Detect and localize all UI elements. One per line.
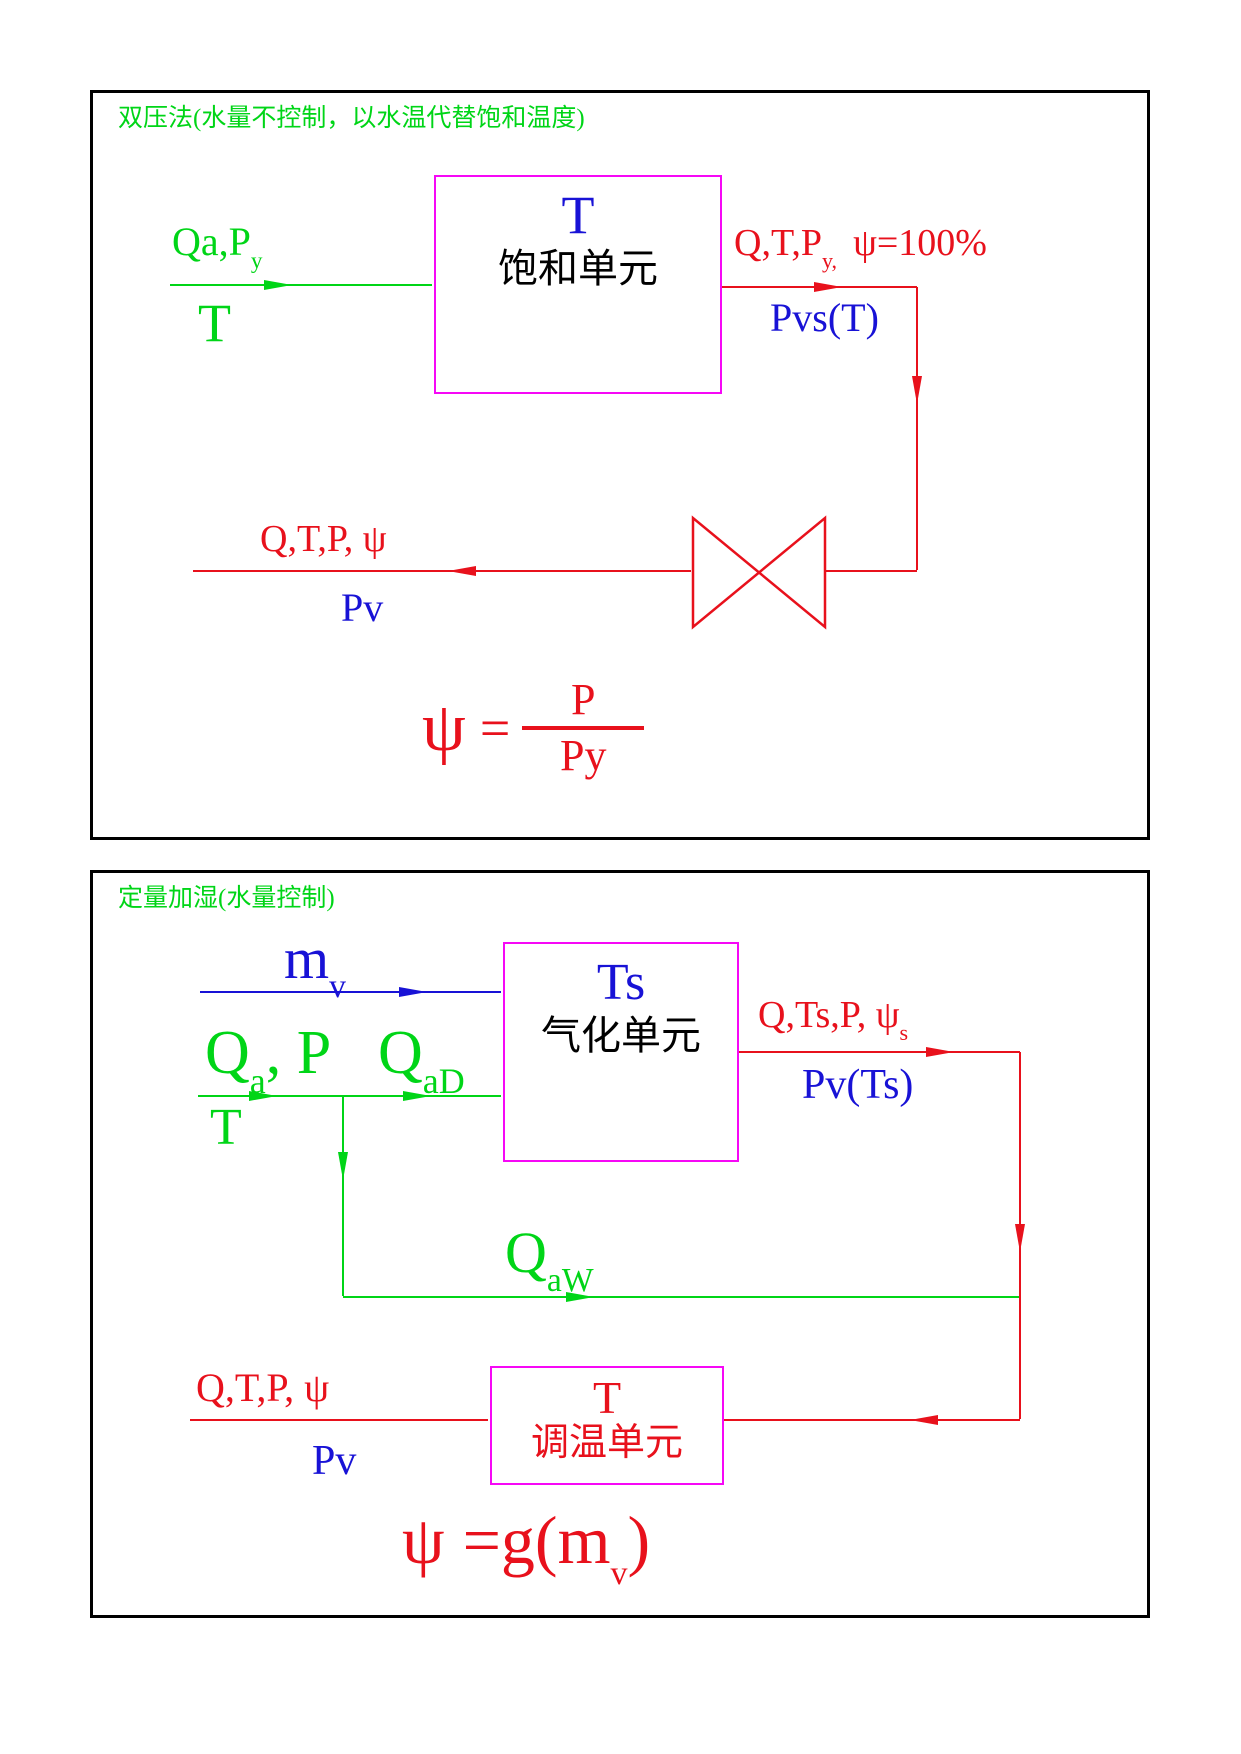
arrow-down-icon [338,1152,348,1180]
temp-adjust-unit-temp: T [592,1372,622,1423]
formula-psi-function: ψ=g(mv) [402,1502,651,1592]
saturation-unit-name: 饱和单元 [498,245,658,291]
air-flow-label: Qa, P [205,1019,332,1101]
temp-adjust-unit-box: T 调温单元 [490,1366,724,1485]
panel-quantitative-humidify [90,870,1150,1618]
vaporization-unit-box: Ts 气化单元 [503,942,739,1162]
arrow-right-icon [399,987,427,997]
return-label-2: Q,T,P, ψ [196,1365,330,1410]
arrow-right-icon [814,282,842,292]
water-mass-label: mv [284,926,346,1005]
arrow-left-icon [910,1415,938,1425]
outlet-label-1: Q,T,Py,ψ=100% [734,222,987,273]
vaporization-unit-temp: Ts [596,954,646,1011]
return-label-1: Q,T,P, ψ [260,518,387,560]
inlet-temp-label-1: T [198,293,231,353]
saturation-unit-temp: T [561,185,595,245]
dry-air-label: QaD [378,1019,465,1101]
temp-adjust-unit-name: 调温单元 [530,1422,683,1465]
inlet-label-1: Qa,Py [172,219,263,275]
arrow-right-icon [403,1091,431,1101]
saturation-unit-box: T 饱和单元 [434,175,722,394]
arrow-left-icon [448,566,476,576]
panel-dual-pressure [90,90,1150,840]
panel1-title: 双压法(水量不控制，以水温代替饱和温度) [118,105,585,132]
arrow-right-icon [249,1091,277,1101]
vapor-pressure-label: Pv(Ts) [802,1062,914,1108]
fraction: P Py [522,675,645,780]
valve-icon [691,515,827,630]
arrow-right-icon [264,280,292,290]
fraction-numerator: P [571,675,596,724]
return-pressure-label-2: Pv [312,1438,357,1484]
return-pressure-label-1: Pv [341,585,384,630]
fraction-denominator: Py [560,731,607,780]
panel2-title: 定量加湿(水量控制) [118,885,335,912]
arrow-down-icon [1015,1224,1025,1252]
arrow-right-icon [926,1047,954,1057]
fraction-bar [522,726,645,730]
vapor-out-label: Q,Ts,P, ψs [758,994,909,1045]
air-temp-label: T [210,1099,242,1156]
arrow-right-icon [566,1292,594,1302]
formula-psi-ratio: ψ = P Py [422,675,645,780]
arrow-down-icon [912,376,922,404]
psi-symbol: ψ [422,689,466,766]
vaporization-unit-name: 气化单元 [541,1012,701,1058]
bypass-air-label: QaW [505,1220,594,1299]
outlet-pressure-label-1: Pvs(T) [770,295,879,340]
